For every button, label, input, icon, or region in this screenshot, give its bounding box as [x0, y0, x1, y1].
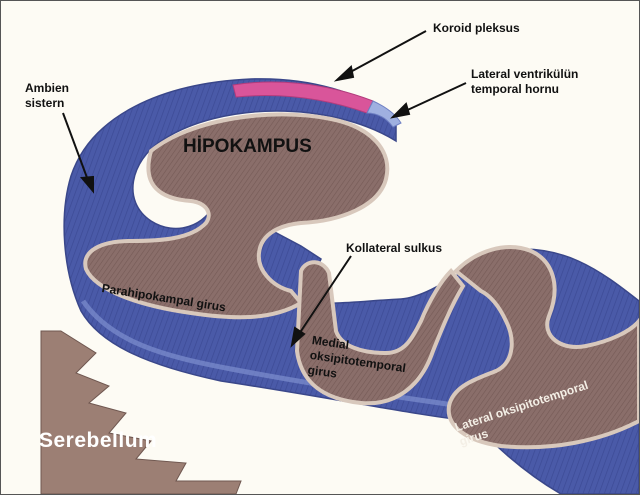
label-serebellum: Serebellum [39, 429, 157, 453]
label-lateral-ventrikul-line1: Lateral ventrikülün [471, 67, 578, 82]
label-hipokampus: HİPOKAMPUS [183, 136, 312, 158]
label-koroid-pleksus: Koroid pleksus [433, 21, 520, 36]
label-kollateral-sulkus: Kollateral sulkus [346, 241, 442, 256]
label-lateral-ventrikul-line2: temporal hornu [471, 82, 578, 97]
label-ambien-line1: Ambien [25, 81, 69, 96]
label-ambien-line2: sistern [25, 96, 69, 111]
label-lateral-ventrikul: Lateral ventrikülün temporal hornu [471, 67, 578, 97]
label-ambien-sistern: Ambien sistern [25, 81, 69, 111]
